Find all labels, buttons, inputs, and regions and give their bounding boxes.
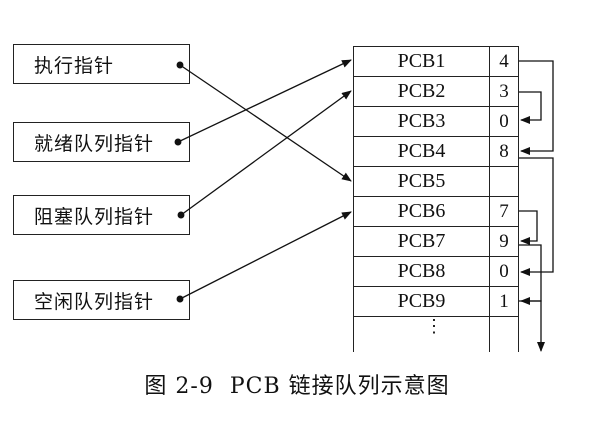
pcb-next-value: 7 (499, 200, 509, 222)
free-queue-pointer-box: 空闲队列指针 (13, 280, 190, 320)
table-continuation-right (517, 316, 519, 352)
pcb-row-2: PCB2 (353, 76, 490, 107)
ready-queue-pointer-label: 就绪队列指针 (34, 132, 155, 155)
table-continuation-mid (489, 316, 491, 352)
pcb-next-value: 9 (499, 230, 509, 252)
ready-to-pcb1-arrow (177, 59, 352, 143)
pcb-next-4: 8 (489, 136, 519, 167)
pcb-next-6: 7 (489, 196, 519, 227)
free-queue-pointer-label: 空闲队列指针 (34, 290, 155, 313)
free-to-pcb6-arrow (179, 211, 352, 300)
pcb-row-8: PCB8 (353, 256, 490, 287)
ellipsis: ⋮ (425, 316, 443, 337)
pcb-next-7: 9 (489, 226, 519, 257)
ready-queue-pointer-box: 就绪队列指针 (13, 122, 190, 162)
pcb-name: PCB3 (397, 110, 446, 132)
pcb-name: PCB7 (397, 230, 446, 252)
blocked-to-pcb2-arrow (180, 90, 352, 216)
figure-title: PCB 链接队列示意图 (229, 374, 450, 399)
table-continuation-left (353, 316, 355, 352)
pcb-next-9: 1 (489, 286, 519, 317)
pcb-row-3: PCB3 (353, 106, 490, 137)
pcb-row-1: PCB1 (353, 46, 490, 77)
pcb-next-5 (489, 166, 519, 197)
pcb-name: PCB9 (397, 290, 446, 312)
blocked-queue-pointer-box: 阻塞队列指针 (13, 195, 190, 235)
pcb2-to-pcb3-arrow (519, 91, 542, 124)
pcb7-to-pcb9-arrow (519, 244, 542, 305)
pcb-next-value: 4 (499, 50, 509, 72)
pcb-row-7: PCB7 (353, 226, 490, 257)
pcb4-to-pcb8-arrow (519, 157, 554, 276)
pcb-next-1: 4 (489, 46, 519, 77)
pcb-next-value: 3 (499, 80, 509, 102)
pcb6-to-pcb7-arrow (519, 210, 538, 245)
pcb1-to-pcb4-arrow (519, 60, 554, 155)
pcb-next-3: 0 (489, 106, 519, 137)
pcb-name: PCB4 (397, 140, 446, 162)
pcb-row-4: PCB4 (353, 136, 490, 167)
exec-pointer-label: 执行指针 (34, 54, 115, 77)
pcb-next-value: 0 (499, 110, 509, 132)
pcb-name: PCB2 (397, 80, 446, 102)
pcb-row-9: PCB9 (353, 286, 490, 317)
pcb-next-value: 8 (499, 140, 509, 162)
pcb-next-value: 0 (499, 260, 509, 282)
figure-number: 图 2-9 (144, 374, 214, 399)
blocked-queue-pointer-label: 阻塞队列指针 (34, 205, 155, 228)
pcb-name: PCB6 (397, 200, 446, 222)
pcb9-continue-arrow (519, 300, 545, 352)
exec-to-pcb5-arrow (179, 64, 352, 182)
pcb-name: PCB1 (397, 50, 446, 72)
pcb-name: PCB5 (397, 170, 446, 192)
figure-caption: 图 2-9 PCB 链接队列示意图 (0, 368, 594, 400)
exec-pointer-box: 执行指针 (13, 44, 190, 84)
pcb-name: PCB8 (397, 260, 446, 282)
pcb-row-6: PCB6 (353, 196, 490, 227)
pcb-next-value: 1 (499, 290, 509, 312)
